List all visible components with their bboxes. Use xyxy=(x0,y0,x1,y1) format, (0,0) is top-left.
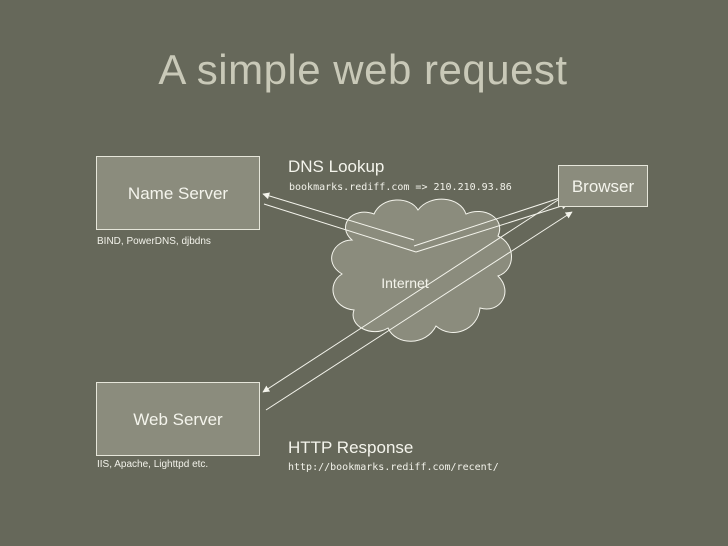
slide-title: A simple web request xyxy=(158,46,568,93)
web-server-box: Web Server xyxy=(96,382,260,456)
http-response-detail: http://bookmarks.rediff.com/recent/ xyxy=(288,462,499,473)
arrow-dns-to-nameserver xyxy=(262,192,415,241)
dns-lookup-detail: bookmarks.rediff.com => 210.210.93.86 xyxy=(289,182,512,193)
arrow-webserver-to-browser xyxy=(265,211,573,411)
name-server-label: Name Server xyxy=(127,184,229,203)
http-response-heading: HTTP Response xyxy=(288,438,414,457)
browser-box: Browser xyxy=(558,165,648,207)
name-server-software: BIND, PowerDNS, djbdns xyxy=(97,236,211,247)
arrow-browser-to-webserver xyxy=(262,199,559,393)
web-server-label: Web Server xyxy=(133,410,223,429)
name-server-box: Name Server xyxy=(96,156,260,230)
dns-lookup-heading: DNS Lookup xyxy=(288,157,385,176)
browser-label: Browser xyxy=(571,177,635,196)
web-server-software: IIS, Apache, Lighttpd etc. xyxy=(97,459,209,470)
arrow-dns-to-browser xyxy=(413,194,567,247)
internet-label: Internet xyxy=(381,275,429,291)
arrow-nameserver-reply xyxy=(263,203,417,253)
arrow-reply-to-browser xyxy=(415,202,569,253)
internet-cloud xyxy=(331,198,512,342)
